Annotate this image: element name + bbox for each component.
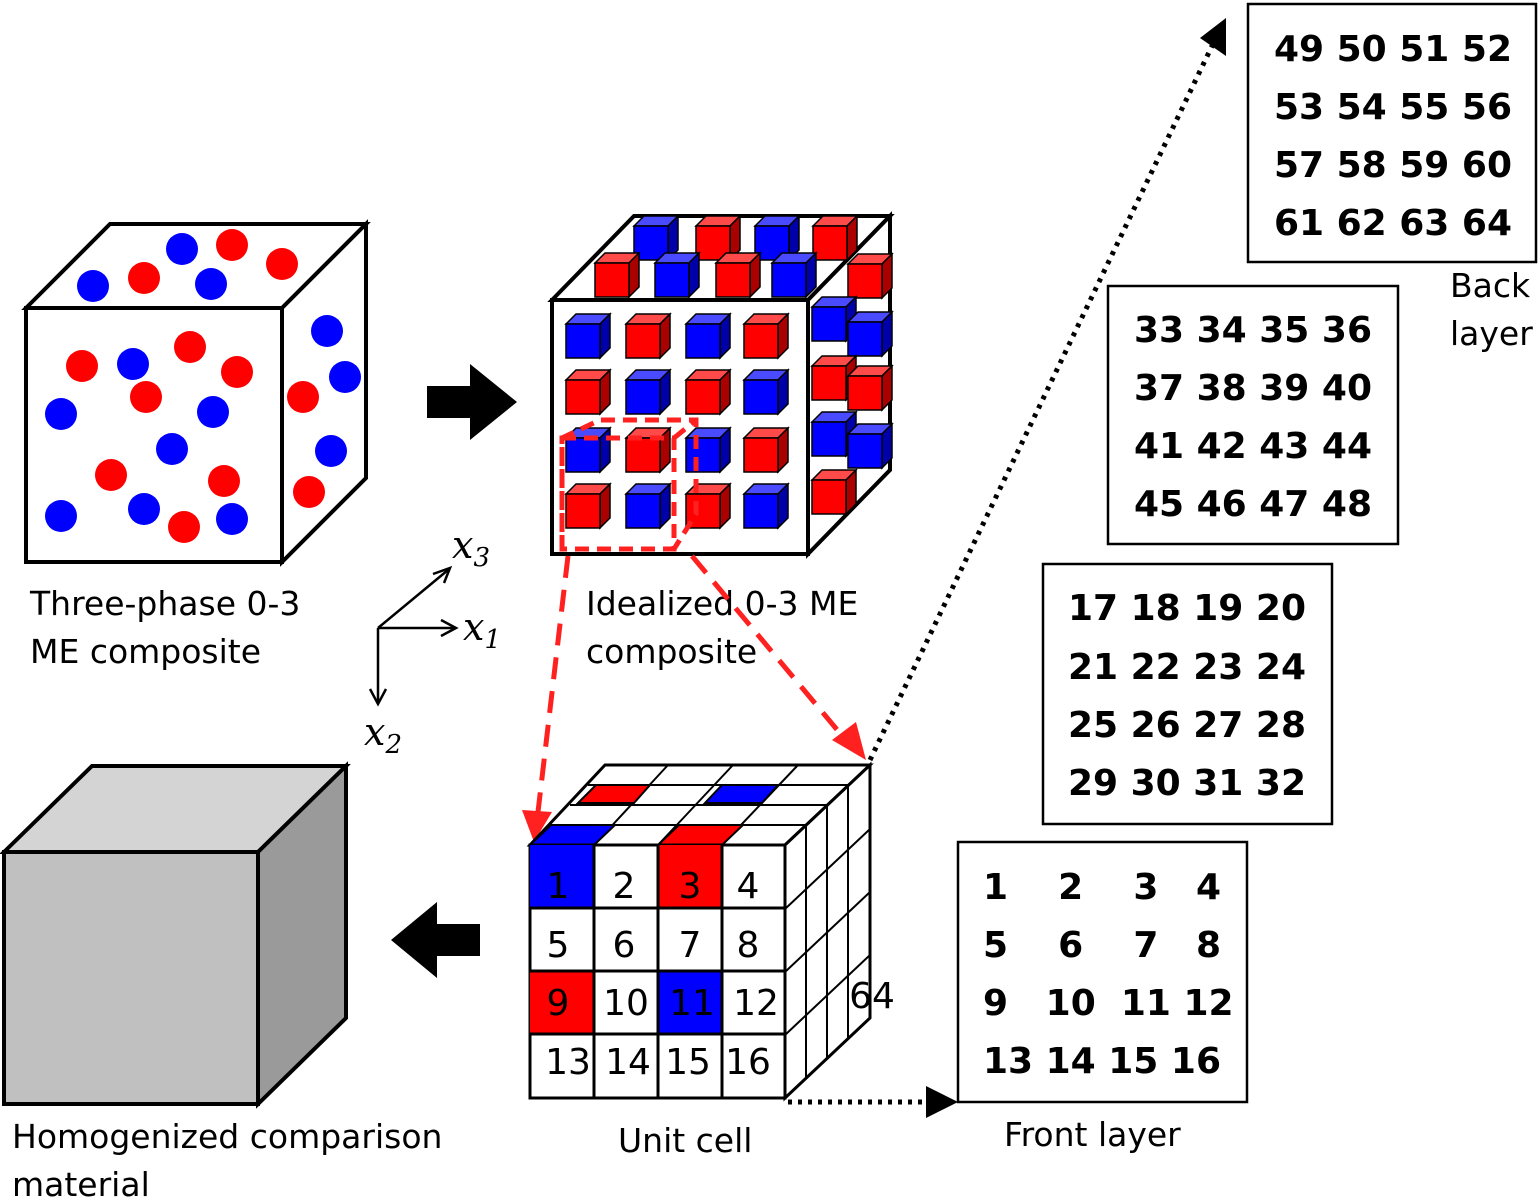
homogenized-caption-line2: material — [12, 1165, 150, 1199]
unit-cell-number: 3 — [679, 866, 702, 907]
magnetic-particle — [45, 398, 77, 430]
magnetic-particle — [195, 268, 227, 300]
left-arrow-icon — [391, 902, 480, 978]
layer-row: 25 26 27 28 — [1068, 705, 1306, 746]
unit-cell-selection — [559, 417, 699, 552]
layer-row: 37 38 39 40 — [1134, 368, 1372, 409]
unit-cell-caption: Unit cell — [618, 1121, 752, 1160]
electric-particle — [168, 511, 200, 543]
electric-particle — [66, 350, 98, 382]
magnetic-particle — [197, 396, 229, 428]
unit-cell-number: 5 — [547, 925, 570, 966]
layer-row: 53 54 55 56 — [1274, 87, 1512, 128]
unit-cell-number: 6 — [613, 925, 636, 966]
layer-row: 5 6 7 8 — [983, 925, 1221, 966]
electric-particle — [221, 356, 253, 388]
unit-cell-number: 12 — [733, 983, 779, 1024]
unit-cell-cube: 1 2 3 4 5 6 7 8 9 10 11 12 13 14 15 16 6… — [526, 761, 895, 1102]
back-layer-caption-line2: layer — [1450, 314, 1533, 353]
homogenized-caption-line1: Homogenized comparison — [12, 1117, 442, 1156]
layer-row: 13 14 15 16 — [983, 1041, 1221, 1082]
magnetic-particle — [156, 433, 188, 465]
unit-cell-number: 2 — [613, 866, 636, 907]
layer-row: 1 2 3 4 — [983, 867, 1221, 908]
layer-row: 33 34 35 36 — [1134, 310, 1372, 351]
axis-x1-label: x1 — [463, 605, 501, 655]
layer-row: 45 46 47 48 — [1134, 484, 1372, 525]
layer-row: 49 50 51 52 — [1274, 29, 1512, 70]
layer-row: 9 10 11 12 — [983, 983, 1234, 1024]
front-layer-box: 1 2 3 4 5 6 7 8 9 10 11 12 13 14 15 16 — [956, 840, 1249, 1104]
back-layer-caption-line1: Back — [1450, 266, 1531, 305]
three-phase-caption-line2: ME composite — [30, 632, 261, 671]
layer-row: 57 58 59 60 — [1274, 145, 1512, 186]
electric-particle — [287, 381, 319, 413]
electric-particle — [128, 262, 160, 294]
unit-cell-number: 1 — [547, 866, 570, 907]
homogenized-cube — [0, 761, 351, 1109]
layer-2-box: 17 18 19 20 21 22 23 24 25 26 27 28 29 3… — [1041, 562, 1334, 826]
unit-cell-number: 10 — [603, 983, 649, 1024]
magnetic-particle — [311, 315, 343, 347]
unit-cell-number: 13 — [545, 1042, 591, 1083]
electric-particle — [95, 459, 127, 491]
electric-particle — [174, 331, 206, 363]
magnetic-particle — [329, 361, 361, 393]
layer-row: 41 42 43 44 — [1134, 426, 1372, 467]
magnetic-particle — [128, 493, 160, 525]
magnetic-particle — [166, 233, 198, 265]
red-dashed-arrows — [522, 554, 866, 842]
three-phase-caption-line1: Three-phase 0-3 — [29, 584, 300, 623]
layer-row: 17 18 19 20 — [1068, 588, 1306, 629]
electric-particle — [130, 381, 162, 413]
unit-cell-number: 9 — [547, 983, 570, 1024]
magnetic-particle — [216, 503, 248, 535]
coordinate-axes — [368, 565, 459, 707]
idealized-composite-cube — [547, 211, 895, 559]
right-arrow-icon — [427, 364, 517, 440]
dotted-arrows — [788, 18, 1226, 1118]
electric-particle — [266, 248, 298, 280]
electric-particle — [216, 229, 248, 261]
back-layer-box: 49 50 51 52 53 54 55 56 57 58 59 60 61 6… — [1246, 2, 1538, 264]
magnetic-particle — [77, 270, 109, 302]
magnetic-particle — [315, 435, 347, 467]
three-phase-composite-cube — [21, 219, 371, 567]
magnetic-particle — [117, 348, 149, 380]
idealized-caption-line2: composite — [586, 632, 757, 671]
magnetic-particle — [45, 500, 77, 532]
unit-cell-number: 4 — [737, 866, 760, 907]
unit-cell-side-number: 64 — [849, 976, 895, 1017]
unit-cell-number: 8 — [737, 925, 760, 966]
unit-cell-number: 11 — [669, 983, 715, 1024]
unit-cell-number: 14 — [605, 1042, 651, 1083]
axis-x2-label: x2 — [364, 710, 402, 760]
front-layer-caption: Front layer — [1004, 1115, 1181, 1154]
unit-cell-number: 7 — [679, 925, 702, 966]
unit-cell-number: 15 — [665, 1042, 711, 1083]
electric-particle — [293, 476, 325, 508]
layer-row: 61 62 63 64 — [1274, 203, 1512, 244]
electric-particle — [208, 465, 240, 497]
layer-row: 21 22 23 24 — [1068, 647, 1306, 688]
layer-row: 29 30 31 32 — [1068, 763, 1306, 804]
layer-3-box: 33 34 35 36 37 38 39 40 41 42 43 44 45 4… — [1106, 284, 1400, 546]
unit-cell-number: 16 — [725, 1042, 771, 1083]
axis-x3-label: x3 — [452, 523, 490, 573]
